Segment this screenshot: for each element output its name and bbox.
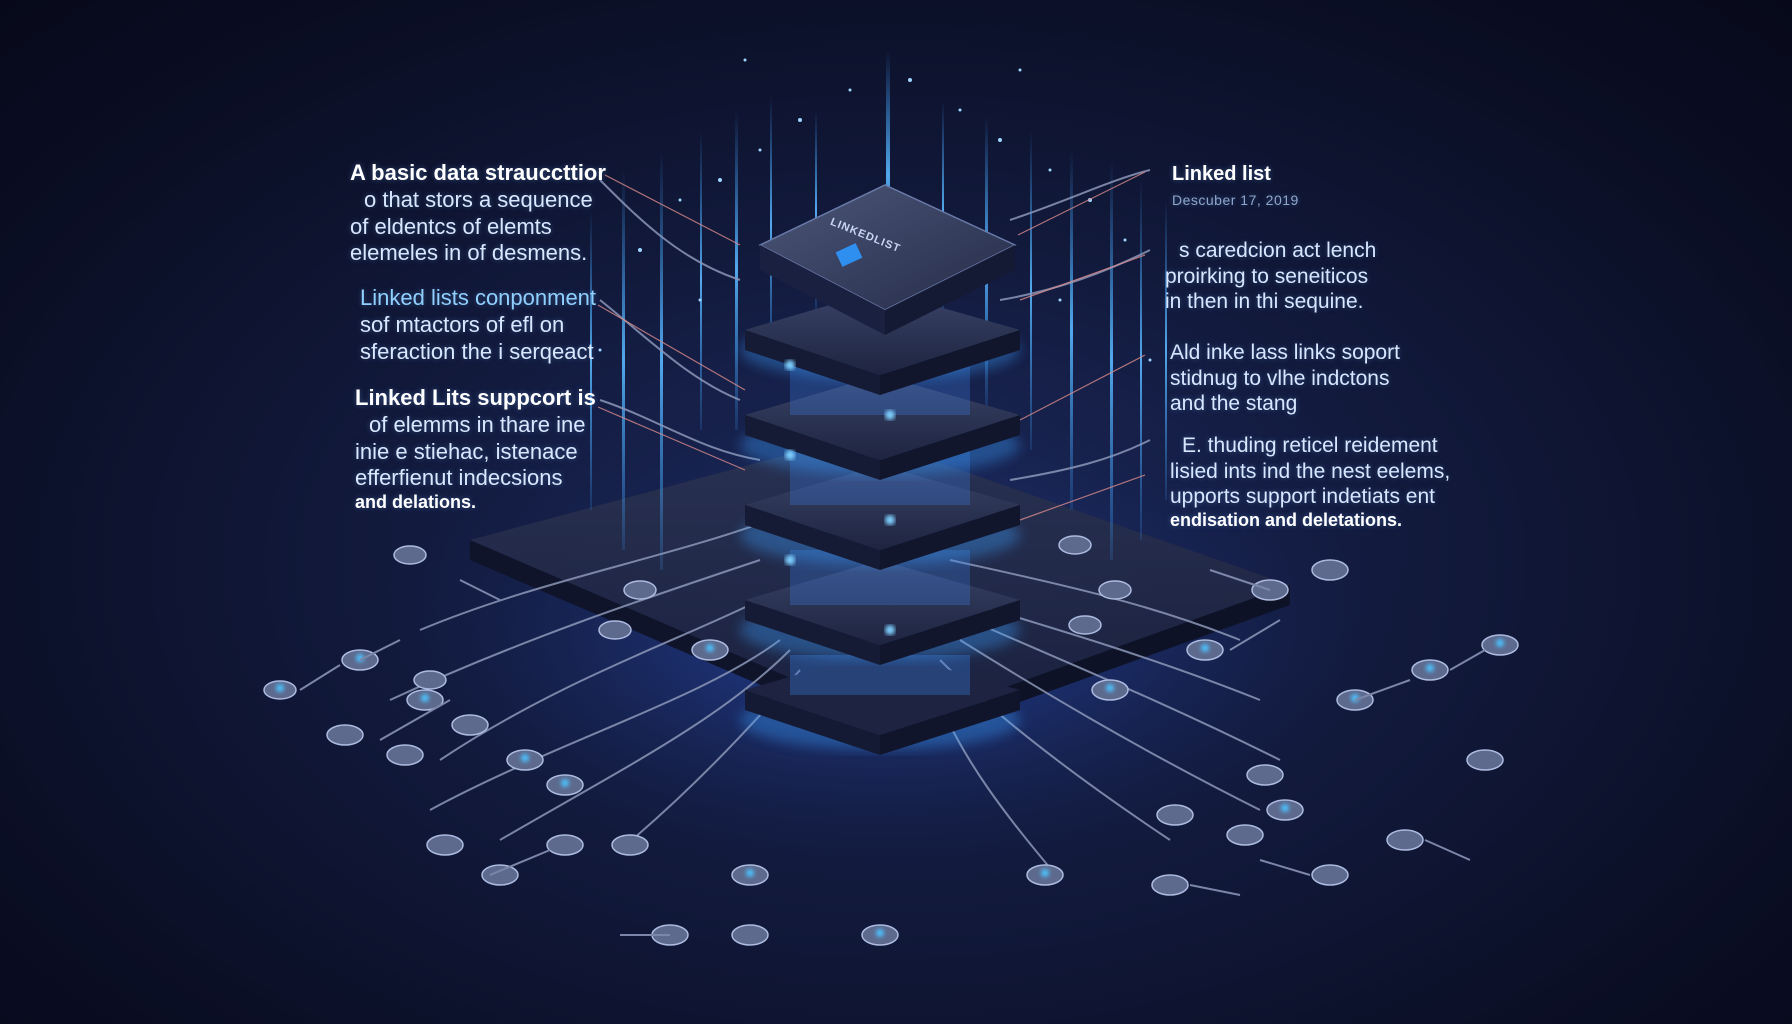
particles	[598, 58, 1152, 362]
left-callout-3-line-4: efferfienut indecsions	[355, 465, 563, 491]
right-callout-1-line-3: in then in thi sequine.	[1165, 290, 1364, 314]
list-nodes	[263, 535, 1519, 946]
left-callout-2-line-3: sferaction the i serqeact	[360, 338, 594, 364]
left-callout-1-line-4: elemeles in of desmens.	[350, 240, 588, 266]
left-callout-3-line-5: and delations.	[355, 492, 477, 513]
right-callout-1-line-2: proirking to seneiticos	[1165, 264, 1369, 288]
leader-lines	[597, 171, 1146, 521]
left-callout-3-line-3: inie e stiehac, istenace	[355, 438, 578, 464]
left-callout-3: Linked Lits suppcort is of elemms in tha…	[355, 385, 596, 514]
right-title: Linked list	[1172, 163, 1271, 185]
left-callout-2-line-2: sof mtactors of efl on	[360, 311, 565, 337]
right-callout-3-line-1: E. thuding reticel reidement	[1182, 434, 1438, 457]
left-callout-3-line-2: of elemms in thare ine	[369, 411, 586, 437]
right-callout-3-line-3: upports support indetiats ent	[1170, 485, 1436, 509]
right-callout-2: Ald inke lass links soport stidnug to vl…	[1170, 340, 1400, 417]
right-callout-1: s caredcion act lench proirking to senei…	[1165, 238, 1376, 315]
right-callout-2-line-1: Ald inke lass links soport	[1170, 341, 1400, 364]
left-callout-1: A basic data strauccttior o that stors a…	[350, 160, 606, 267]
right-callout-2-line-3: and the stang	[1170, 392, 1298, 416]
right-callout-3: E. thuding reticel reidement lisied ints…	[1170, 433, 1450, 532]
right-header: Linked list Descuber 17, 2019	[1172, 162, 1299, 209]
right-date: Descuber 17, 2019	[1172, 192, 1299, 209]
left-callout-1-line-3: of eldentcs of elemts	[350, 213, 552, 239]
right-callout-1-line-1: s caredcion act lench	[1179, 239, 1377, 262]
left-callout-1-line-2: o that stors a sequence	[364, 186, 593, 212]
right-callout-2-line-2: stidnug to vlhe indctons	[1170, 366, 1390, 390]
right-callout-3-line-2: lisied ints ind the nest eelems,	[1170, 459, 1451, 483]
left-callout-1-line-1: A basic data strauccttior	[350, 160, 606, 185]
left-callout-2: Linked lists conponment sof mtactors of …	[360, 285, 596, 365]
right-callout-3-line-4: endisation and deletations.	[1170, 509, 1403, 530]
left-callout-3-line-1: Linked Lits suppcort is	[355, 385, 596, 410]
left-callout-2-line-1: Linked lists conponment	[360, 285, 597, 310]
chip-stack	[740, 184, 1020, 755]
